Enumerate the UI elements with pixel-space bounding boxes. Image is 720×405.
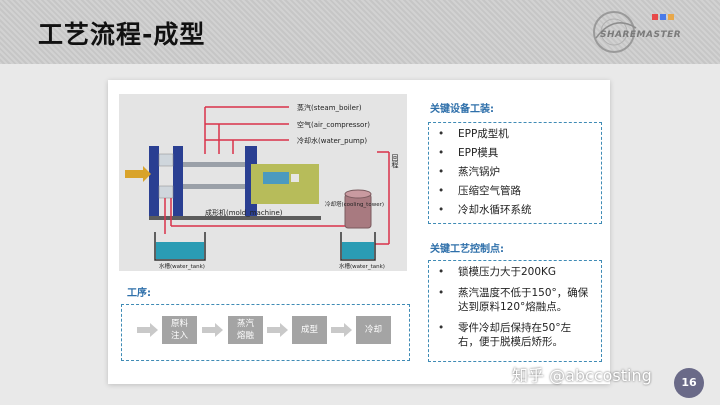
sharemaster-logo-icon (593, 11, 674, 53)
process-box (121, 304, 410, 361)
process-schematic: 蒸汽(steam_boiler) 空气(air_compressor) 冷却水(… (119, 94, 407, 271)
return-label: 回程 (391, 154, 399, 169)
legend-steam: 蒸汽(steam_boiler) (297, 103, 362, 112)
equipment-box (428, 122, 602, 224)
equipment-item: 蒸汽锅炉 (438, 165, 500, 179)
page-number-badge: 16 (674, 368, 704, 398)
equipment-heading: 关键设备工装: (430, 104, 494, 115)
equipment-item: EPP成型机 (438, 127, 509, 141)
tank-right-label: 水槽(water_tank) (339, 262, 385, 270)
process-step: 成型 (292, 316, 327, 344)
water-tank-right (340, 232, 376, 261)
logo-text: SHAREMASTER (600, 30, 682, 40)
equipment-item: 压缩空气管路 (438, 184, 521, 198)
control-item: 零件冷却后保持在50°左右，便于脱模后矫形。 (438, 321, 590, 349)
feed-arrow-icon (125, 166, 151, 182)
arrow-right-icon (331, 323, 352, 337)
legend-water: 冷却水(water_pump) (297, 136, 367, 145)
arrow-right-icon (267, 323, 288, 337)
arrow-right-icon (202, 323, 223, 337)
process-step: 蒸汽熔融 (228, 316, 263, 344)
legend-air: 空气(air_compressor) (297, 120, 370, 129)
control-box (428, 260, 602, 362)
equipment-item: 冷却水循环系统 (438, 203, 531, 217)
tower-label: 冷却塔(cooling_tower) (325, 200, 384, 208)
control-heading: 关键工艺控制点: (430, 244, 504, 255)
cooling-tower (344, 193, 372, 229)
header-bar: 工艺流程-成型 SHAREMASTER (0, 0, 720, 64)
process-heading: 工序: (127, 288, 151, 299)
page-title: 工艺流程-成型 (38, 20, 206, 49)
schematic-svg: 蒸汽(steam_boiler) 空气(air_compressor) 冷却水(… (125, 103, 399, 270)
arrow-right-icon (137, 323, 158, 337)
machine-label: 成形机(mold_machine) (205, 208, 283, 217)
process-step: 原料注入 (162, 316, 197, 344)
platen-left (149, 146, 159, 216)
control-item: 锁模压力大于200KG (438, 265, 590, 279)
water-tank-left (154, 232, 206, 261)
watermark: 知乎 @abccosting (512, 366, 652, 385)
equipment-item: EPP模具 (438, 146, 498, 160)
control-item: 蒸汽温度不低于150°，确保达到原料120°熔融点。 (438, 286, 590, 314)
process-step: 冷却 (356, 316, 391, 344)
tank-left-label: 水槽(water_tank) (159, 262, 205, 270)
platen-right (173, 146, 183, 216)
